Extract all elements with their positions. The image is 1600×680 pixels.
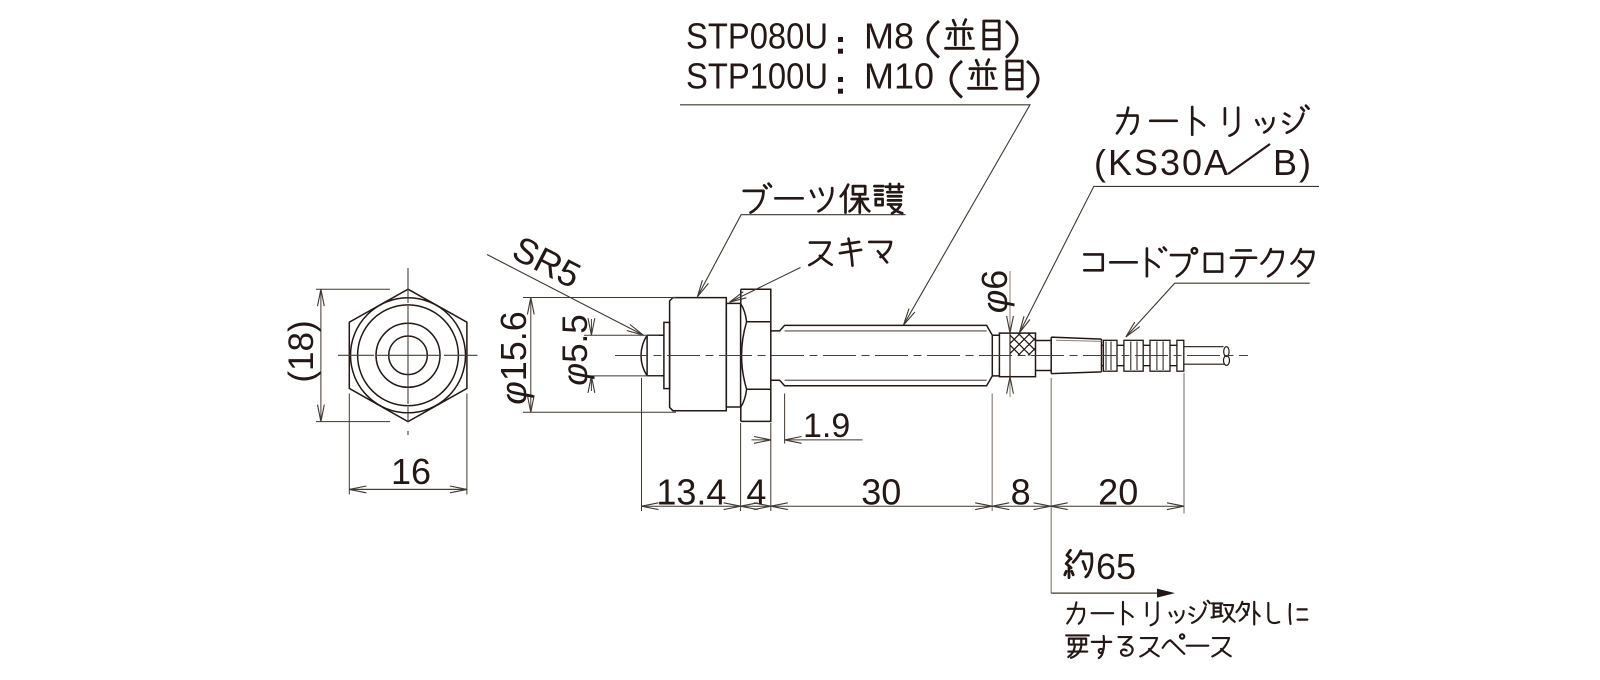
svg-text:M8: M8	[864, 16, 914, 57]
svg-text:13.4: 13.4	[656, 472, 726, 513]
svg-text:(KS30A: (KS30A	[1094, 142, 1230, 183]
svg-text:20: 20	[1098, 472, 1138, 513]
svg-text:STP080U: STP080U	[686, 16, 828, 57]
svg-text:φ5.5: φ5.5	[556, 314, 595, 386]
svg-text:B): B)	[1273, 142, 1313, 183]
svg-text:1.9: 1.9	[803, 407, 850, 445]
svg-text:φ6: φ6	[974, 270, 1015, 314]
svg-text:4: 4	[746, 472, 766, 513]
svg-text:STP100U: STP100U	[686, 56, 828, 97]
svg-text:(18): (18)	[282, 320, 321, 382]
svg-text:16: 16	[391, 451, 431, 492]
svg-text:30: 30	[861, 472, 901, 513]
svg-text:φ15.6: φ15.6	[493, 311, 534, 405]
svg-text:65: 65	[1096, 546, 1136, 587]
svg-text:8: 8	[1011, 472, 1031, 513]
svg-text:M10: M10	[864, 56, 934, 97]
